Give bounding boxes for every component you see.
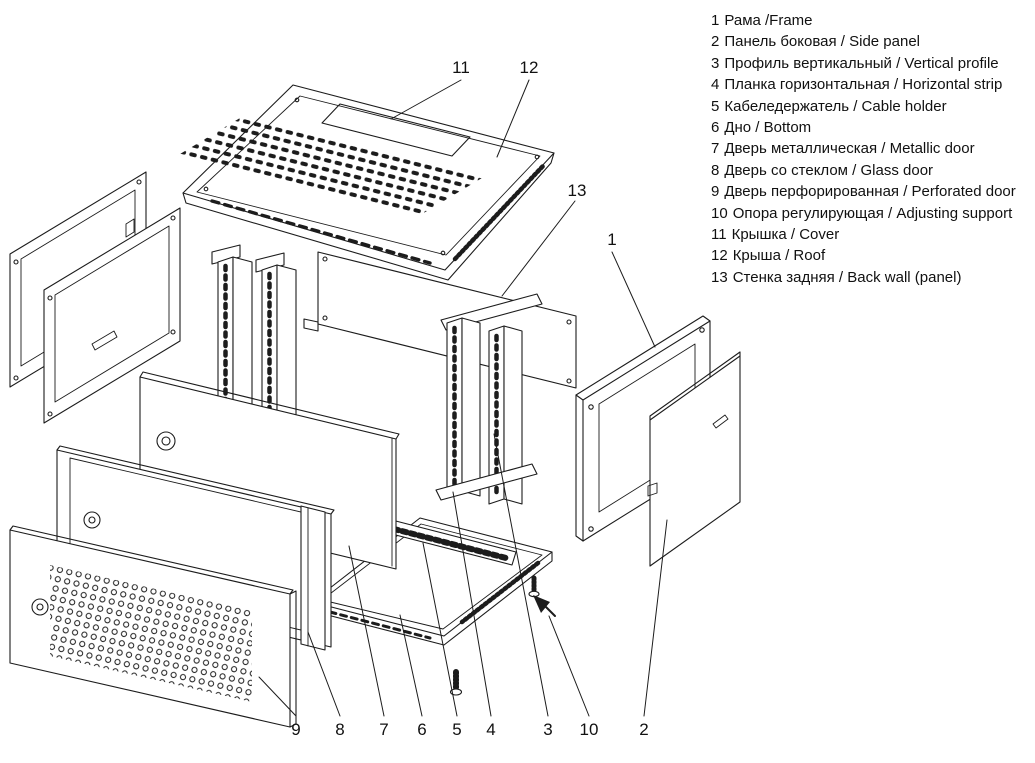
perforated-door-part bbox=[9, 525, 297, 728]
callout-1: 1 bbox=[607, 230, 616, 249]
legend-item-number: 3 bbox=[711, 54, 720, 72]
door-lock bbox=[156, 431, 176, 451]
legend-item-number: 13 bbox=[711, 268, 728, 286]
legend-item-number: 4 bbox=[711, 76, 720, 94]
horizontal-strip-bottom bbox=[435, 463, 538, 501]
legend-item-label: Дверь со стеклом / Glass door bbox=[724, 161, 934, 179]
callout-12: 12 bbox=[520, 58, 539, 77]
legend-item-number: 10 bbox=[711, 204, 728, 222]
callout-10: 10 bbox=[580, 720, 599, 739]
legend-item-label: Крыша / Roof bbox=[732, 247, 826, 265]
callout-13: 13 bbox=[568, 181, 587, 200]
callout-4: 4 bbox=[486, 720, 495, 739]
adjusting-support-2 bbox=[528, 575, 540, 598]
side-panel-right-part bbox=[647, 351, 741, 567]
side-panel-front-left bbox=[43, 207, 181, 424]
legend-item-label: Панель боковая / Side panel bbox=[724, 33, 920, 51]
door-knob bbox=[83, 511, 101, 529]
legend-item-number: 12 bbox=[711, 247, 728, 265]
legend-item-number: 6 bbox=[711, 119, 720, 137]
roof-part bbox=[180, 84, 555, 281]
legend-item-label: Кабеледержатель / Cable holder bbox=[724, 97, 947, 115]
callout-7: 7 bbox=[379, 720, 388, 739]
back-wall-part bbox=[303, 251, 577, 389]
vertical-profile-right-1 bbox=[446, 317, 481, 497]
callout-3: 3 bbox=[543, 720, 552, 739]
assembly-direction-arrow bbox=[533, 595, 556, 617]
legend-item-label: Дверь металлическая / Metallic door bbox=[724, 140, 975, 158]
legend-item-number: 11 bbox=[711, 226, 727, 244]
legend-item-number: 9 bbox=[711, 183, 720, 201]
cover-cutout bbox=[321, 103, 471, 157]
legend-item-label: Дверь перфорированная / Perforated door bbox=[724, 183, 1016, 201]
legend-item-label: Стенка задняя / Back wall (panel) bbox=[732, 268, 962, 286]
legend-item-label: Опора регулирующая / Adjusting support bbox=[732, 204, 1013, 222]
legend-item-number: 5 bbox=[711, 97, 720, 115]
callout-8: 8 bbox=[335, 720, 344, 739]
callout-9: 9 bbox=[291, 720, 300, 739]
legend-item-number: 2 bbox=[711, 33, 720, 51]
legend-item-label: Дно / Bottom bbox=[724, 119, 812, 137]
callout-5: 5 bbox=[452, 720, 461, 739]
adjusting-support-1 bbox=[449, 669, 463, 696]
callout-2: 2 bbox=[639, 720, 648, 739]
legend-item-label: Крышка / Cover bbox=[731, 226, 840, 244]
legend-item-number: 1 bbox=[711, 12, 720, 29]
leader-lines bbox=[258, 79, 668, 717]
legend-item-label: Рама /Frame bbox=[724, 12, 813, 29]
callout-11: 11 bbox=[452, 58, 470, 77]
legend-item-label: Планка горизонтальная / Horizontal strip bbox=[724, 76, 1003, 94]
glass-door-edge-profile bbox=[300, 505, 326, 651]
legend-item-number: 8 bbox=[711, 161, 720, 179]
door-knob bbox=[31, 598, 49, 616]
vertical-profile-right-2 bbox=[488, 325, 523, 505]
callout-6: 6 bbox=[417, 720, 426, 739]
legend-item-label: Профиль вертикальный / Vertical profile bbox=[724, 54, 999, 72]
legend-item-number: 7 bbox=[711, 140, 720, 158]
vertical-profile-left-2 bbox=[255, 252, 297, 450]
